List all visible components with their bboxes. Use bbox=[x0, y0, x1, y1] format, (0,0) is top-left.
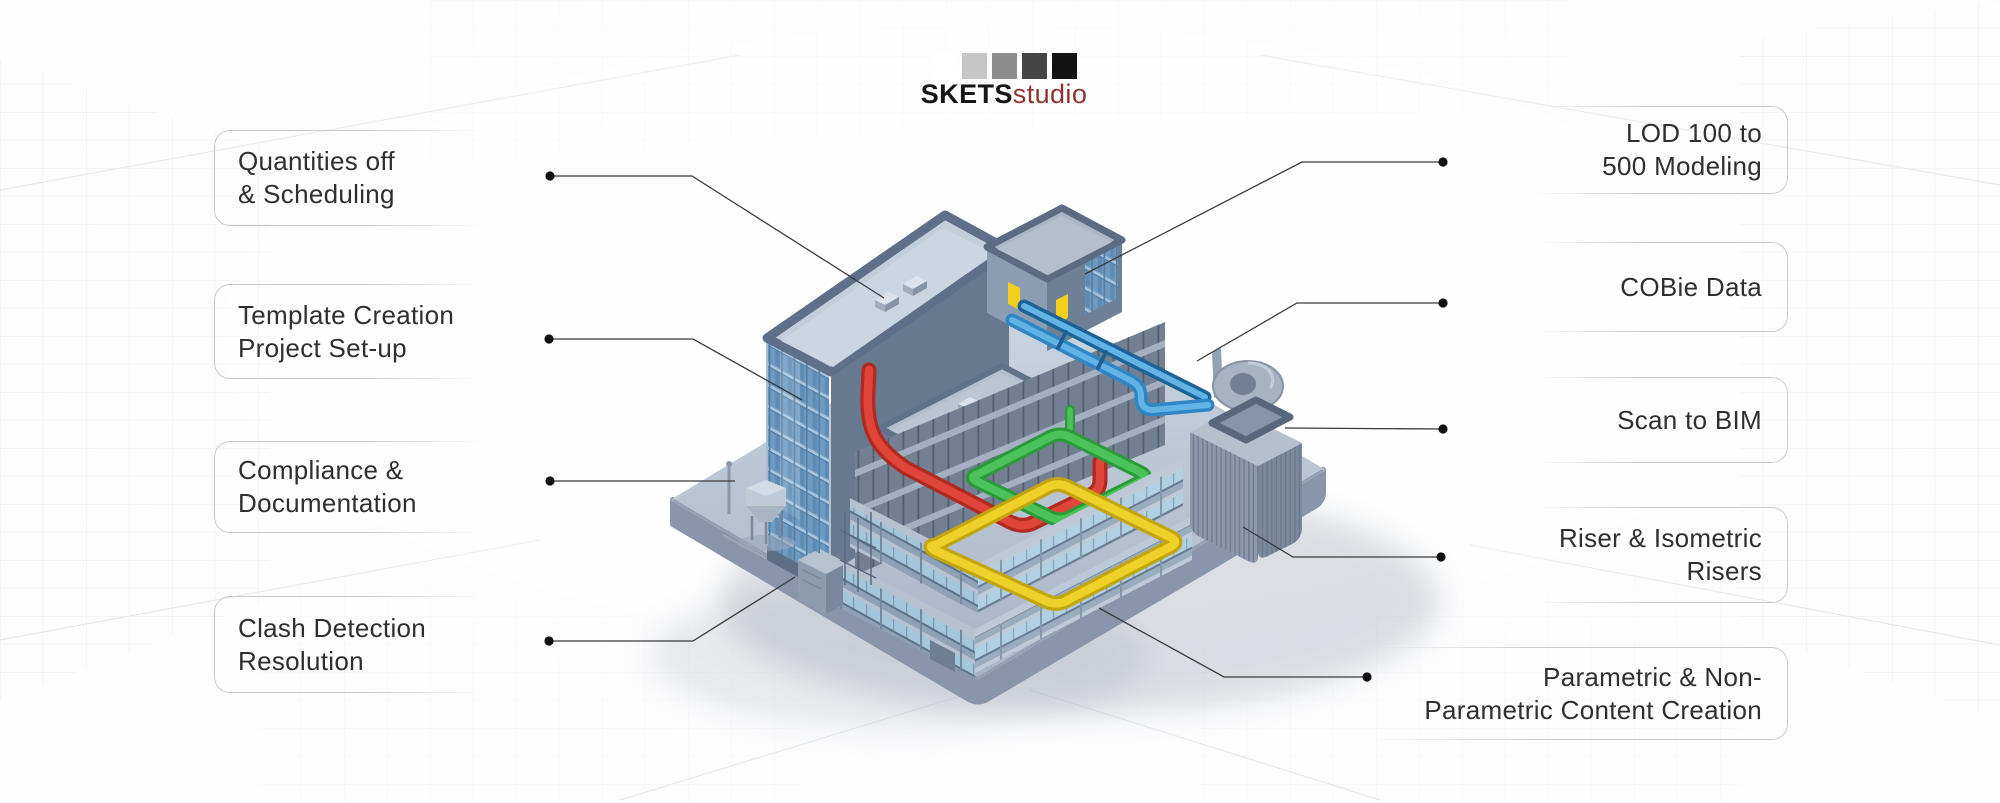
label-text: Riser & Isometric Risers bbox=[1528, 522, 1788, 588]
logo-brand-text: SKETS bbox=[920, 79, 1013, 109]
label-line: Template Creation bbox=[238, 299, 455, 330]
label-clash-detection-resolution: Clash Detection Resolution bbox=[214, 596, 490, 693]
label-text: Scan to BIM bbox=[1528, 404, 1788, 437]
label-text: Template Creation Project Set-up bbox=[214, 299, 490, 365]
label-line: Clash Detection bbox=[238, 612, 427, 643]
label-border bbox=[214, 130, 490, 226]
platform-props bbox=[726, 461, 877, 614]
label-border bbox=[214, 441, 490, 533]
building-illustration bbox=[650, 204, 1440, 730]
label-text: LOD 100 to 500 Modeling bbox=[1528, 117, 1788, 183]
label-line: Scan to BIM bbox=[1617, 404, 1762, 435]
scaffold bbox=[839, 512, 877, 592]
label-line: Project Set-up bbox=[238, 332, 407, 363]
logo-squares bbox=[931, 53, 1077, 79]
label-line: LOD 100 to bbox=[1626, 118, 1762, 148]
label-line: Parametric & Non- bbox=[1543, 661, 1762, 692]
logo-square bbox=[931, 53, 957, 79]
label-scan-to-bim: Scan to BIM bbox=[1528, 377, 1788, 463]
label-line: COBie Data bbox=[1620, 271, 1762, 302]
logo-square bbox=[1051, 53, 1077, 79]
blue-duct bbox=[1005, 299, 1215, 417]
leader-dots bbox=[544, 157, 1448, 682]
label-template-project-setup: Template Creation Project Set-up bbox=[214, 284, 490, 379]
red-duct bbox=[860, 362, 1108, 533]
label-border bbox=[214, 596, 490, 693]
label-border bbox=[214, 284, 490, 379]
yellow-window bbox=[1008, 282, 1020, 310]
label-line: Quantities off bbox=[238, 146, 395, 176]
entrance bbox=[930, 640, 955, 672]
label-line: Risers bbox=[1686, 556, 1762, 586]
label-text: Clash Detection Resolution bbox=[214, 612, 490, 678]
label-line: Resolution bbox=[238, 645, 364, 676]
label-text: Quantities off & Scheduling bbox=[214, 145, 490, 211]
glass-facade bbox=[767, 338, 829, 580]
label-line: Parametric Content Creation bbox=[1424, 694, 1762, 725]
label-text: COBie Data bbox=[1528, 271, 1788, 304]
label-border bbox=[1358, 647, 1788, 740]
label-quantities-scheduling: Quantities off & Scheduling bbox=[214, 130, 490, 226]
ahu-unit bbox=[1190, 348, 1302, 563]
leader-lines bbox=[549, 161, 1444, 678]
label-riser-isometric: Riser & Isometric Risers bbox=[1528, 507, 1788, 603]
hopper-cone bbox=[746, 506, 786, 522]
rooftop-units bbox=[875, 276, 927, 312]
logo-wordmark: SKETSstudio bbox=[920, 79, 1088, 109]
label-line: & Scheduling bbox=[238, 179, 395, 209]
logo-square bbox=[961, 53, 987, 79]
label-compliance-documentation: Compliance & Documentation bbox=[214, 441, 490, 533]
utility-cabinet bbox=[798, 560, 826, 614]
label-border bbox=[1528, 242, 1788, 332]
logo-square bbox=[991, 53, 1017, 79]
label-line: Riser & Isometric bbox=[1558, 523, 1762, 553]
yellow-duct bbox=[923, 477, 1183, 611]
label-line: Compliance & bbox=[238, 455, 404, 485]
top-frame bbox=[1208, 396, 1294, 444]
label-border bbox=[1528, 377, 1788, 463]
label-border bbox=[1528, 106, 1788, 194]
logo-square bbox=[1021, 53, 1047, 79]
label-text: Parametric & Non- Parametric Content Cre… bbox=[1358, 661, 1788, 727]
label-parametric-content: Parametric & Non- Parametric Content Cre… bbox=[1358, 647, 1788, 740]
label-lod-modeling: LOD 100 to 500 Modeling bbox=[1528, 106, 1788, 194]
label-text: Compliance & Documentation bbox=[214, 454, 490, 520]
label-line: Documentation bbox=[238, 488, 417, 518]
label-border bbox=[1528, 507, 1788, 603]
logo-suffix-text: studio bbox=[1012, 79, 1088, 109]
logo: SKETSstudio bbox=[921, 53, 1087, 108]
label-cobie-data: COBie Data bbox=[1528, 242, 1788, 332]
label-line: 500 Modeling bbox=[1602, 151, 1762, 181]
